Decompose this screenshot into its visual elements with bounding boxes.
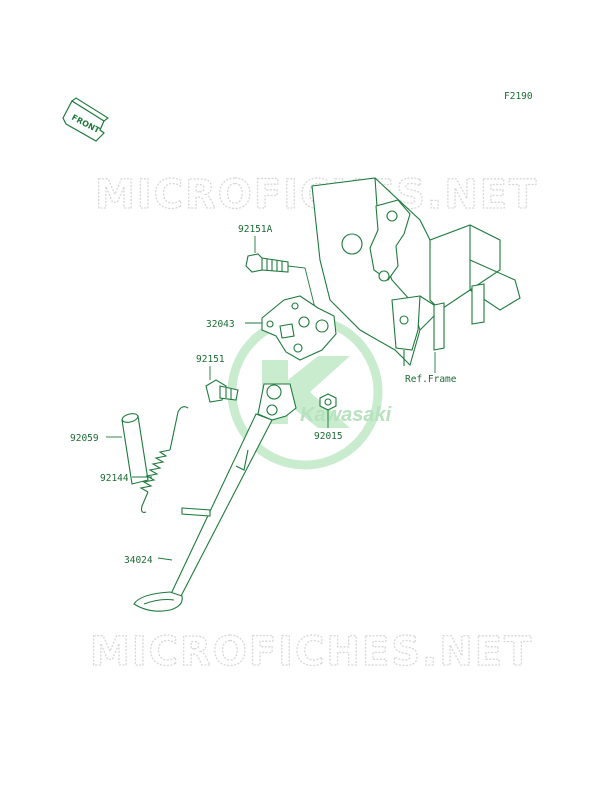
part-label-34024: 34024	[124, 555, 153, 566]
part-label-92151a: 92151A	[238, 224, 273, 235]
part-label-32043: 32043	[206, 319, 235, 330]
spring-92144	[139, 406, 189, 513]
part-label-92059: 92059	[70, 433, 99, 444]
bolt-92151	[205, 379, 239, 403]
bolt-92151a	[245, 253, 289, 273]
frame-reference: Ref.Frame	[311, 177, 521, 385]
ref-frame-label: Ref.Frame	[405, 374, 457, 385]
part-label-92015: 92015	[314, 431, 343, 442]
bracket-32043	[261, 295, 337, 361]
part-label-92144: 92144	[100, 473, 129, 484]
nut-92015	[319, 393, 337, 411]
part-label-92151: 92151	[196, 354, 225, 365]
bolt-92151a-leader	[287, 265, 319, 321]
front-arrow-icon: FRONT	[62, 97, 109, 142]
sidestand-34024	[133, 383, 297, 612]
watermark-bottom: MICROFICHES.NET	[90, 629, 533, 675]
collar-92059	[121, 413, 149, 485]
figure-code: F2190	[504, 91, 533, 102]
logo-text: Kawasaki	[300, 404, 392, 426]
